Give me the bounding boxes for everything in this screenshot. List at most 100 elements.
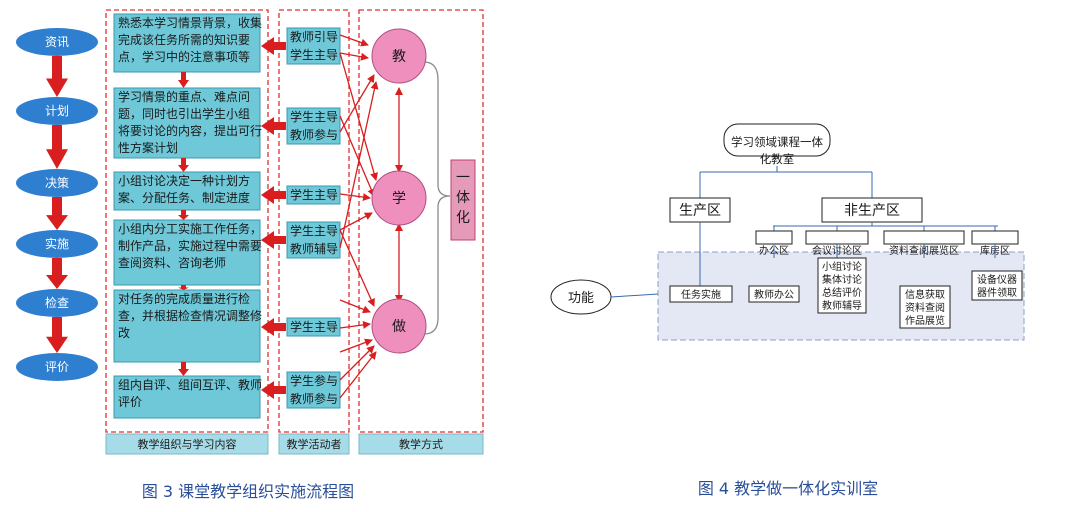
content-line: 制作产品，实施过程中需要	[118, 238, 262, 253]
activity-label: 学生主导	[290, 223, 338, 238]
link-arrow	[339, 229, 375, 307]
fig4-caption: 图 4 教学做一体化实训室	[698, 479, 878, 498]
production-zone-label: 生产区	[679, 203, 721, 219]
step-oval	[16, 97, 98, 125]
step-label: 计划	[45, 104, 69, 118]
method-links	[339, 34, 403, 399]
content-box	[113, 289, 261, 363]
content-line: 查阅资料、咨询老师	[118, 255, 226, 270]
content-down-arrow	[178, 210, 189, 220]
step-oval	[16, 289, 98, 317]
function-box	[669, 285, 733, 303]
step-label: 决策	[45, 176, 69, 190]
subzone-node	[883, 230, 965, 245]
link-arrow	[339, 81, 379, 249]
root-label-line2: 化教室	[760, 152, 795, 166]
root-node	[723, 123, 831, 157]
activity-left-arrow	[261, 381, 286, 399]
activity-left-arrow	[261, 37, 286, 55]
method-circle	[371, 28, 427, 84]
activity-left-arrow	[261, 231, 286, 249]
function-item: 小组讨论	[822, 260, 862, 273]
function-item: 信息获取	[905, 288, 945, 301]
step-down-arrow	[46, 197, 68, 230]
function-item: 资料查阅	[905, 301, 945, 314]
content-down-arrow	[178, 285, 189, 290]
method-label: 做	[392, 319, 406, 335]
column-footer-label: 教学活动者	[287, 437, 342, 451]
link-arrow	[339, 212, 373, 231]
link-arrow	[339, 320, 371, 329]
function-box	[899, 285, 951, 329]
column-footers: 教学组织与学习内容 教学活动者 教学方式	[105, 433, 484, 455]
step-down-arrow	[46, 258, 68, 289]
link-arrow	[339, 351, 377, 399]
content-line: 完成该任务所需的知识要	[118, 32, 250, 47]
integration-char: 体	[456, 190, 470, 206]
link-arrow	[339, 34, 369, 47]
column-footer	[278, 433, 350, 455]
subzone-node	[755, 230, 793, 245]
activity-box	[286, 107, 341, 145]
function-boxes: 任务实施教师办公小组讨论集体讨论总结评价教师辅导信息获取资料查阅作品展览设备仪器…	[669, 257, 1023, 329]
content-box	[113, 375, 261, 419]
function-box	[748, 285, 800, 303]
activity-label: 教师参与	[290, 391, 338, 406]
content-column-frame	[105, 9, 269, 433]
step-label: 资讯	[45, 35, 69, 49]
function-item: 作品展览	[905, 314, 945, 327]
integration-label: 一体化	[456, 170, 470, 226]
link-arrow	[339, 74, 375, 133]
step-oval	[16, 353, 98, 381]
activity-label: 教师参与	[290, 127, 338, 142]
activity-box	[286, 317, 341, 337]
content-line: 小组讨论决定一种计划方	[118, 173, 250, 188]
activity-box	[286, 185, 341, 205]
content-line: 熟悉本学习情景背景，收集	[118, 15, 262, 30]
step-label: 评价	[45, 360, 69, 374]
column-footer-label: 教学方式	[399, 437, 443, 451]
function-item: 教师办公	[754, 288, 794, 301]
function-item: 集体讨论	[822, 273, 862, 286]
method-label: 学	[392, 191, 406, 207]
content-line: 改	[118, 326, 130, 340]
activity-label: 学生主导	[290, 109, 338, 124]
function-item: 器件领取	[977, 286, 1017, 299]
non-production-zone-label: 非生产区	[844, 203, 900, 219]
method-circle	[371, 298, 427, 354]
link-arrow	[339, 345, 375, 381]
function-item: 教师辅导	[822, 299, 862, 312]
function-item: 总结评价	[822, 286, 862, 299]
step-down-arrow	[46, 56, 68, 97]
activity-box	[286, 221, 341, 259]
link-arrow	[339, 52, 369, 61]
method-circles: 教学做	[371, 28, 427, 354]
step-label: 检查	[45, 295, 69, 310]
step-label: 实施	[45, 236, 69, 251]
link-arrow	[339, 115, 375, 197]
root-label-line1: 学习领域课程一体	[731, 135, 823, 149]
activity-box	[286, 371, 341, 409]
content-line: 小组内分工实施工作任务，	[118, 221, 262, 236]
column-footer-label: 教学组织与学习内容	[138, 437, 237, 451]
method-label: 教	[392, 49, 406, 65]
integration-char: 化	[456, 210, 470, 226]
integration-char: 一	[456, 170, 470, 186]
content-down-arrow	[178, 362, 189, 376]
activity-label: 教师引导	[290, 29, 338, 44]
integration-box	[450, 159, 476, 241]
column-footer	[358, 433, 484, 455]
fig4-classroom-layout: 学习领域课程一体 化教室 生产区 非生产区 办公区会议讨论区资料查阅展览区库房区…	[550, 123, 1025, 498]
activity-label: 学生主导	[290, 47, 338, 62]
content-box	[113, 13, 261, 73]
link-arrow	[339, 193, 371, 202]
content-line: 性方案计划	[118, 140, 178, 155]
subzone-nodes: 办公区会议讨论区资料查阅展览区库房区	[755, 226, 1019, 258]
integration-brace	[423, 61, 451, 335]
content-box	[113, 171, 261, 211]
activity-box	[286, 27, 341, 65]
